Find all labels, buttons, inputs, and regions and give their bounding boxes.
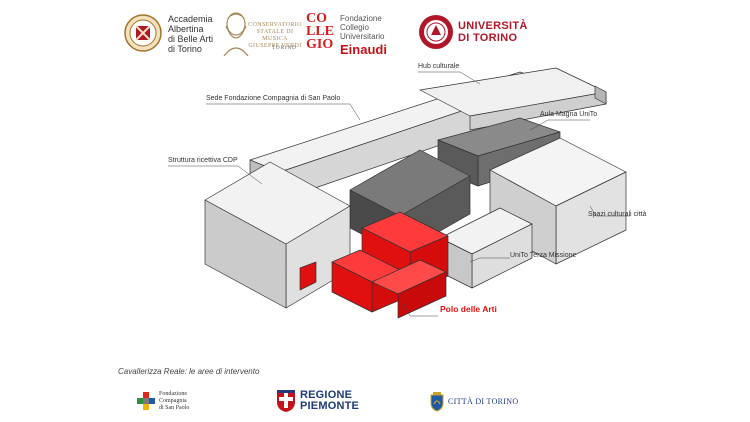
unito-terza-block [439, 207, 533, 289]
collegio-line3: Universitario [340, 32, 385, 41]
accademia-line1: Accademia [168, 14, 213, 24]
accademia-line4: di Torino [168, 44, 202, 54]
label-hub-culturale: Hub culturale [418, 63, 460, 70]
regione-line2: PIEMONTE [300, 400, 360, 412]
accademia-line3: di Belle Arti [168, 34, 214, 44]
logo-conservatorio: CONSERVATORIO STATALE DI MUSICA GIUSEPPE… [220, 10, 302, 58]
logo-fondazione-csp: Fondazione Compagnia di San Paolo [137, 390, 207, 414]
collegio-line2: Collegio [340, 23, 369, 32]
accademia-line2: Albertina [168, 24, 204, 34]
label-unito-terza: UniTo Terza Missione [510, 252, 577, 259]
label-polo-arti: Polo delle Arti [440, 304, 497, 314]
citta-label: CITTÀ DI TORINO [448, 397, 519, 406]
torino-crest-icon [430, 392, 444, 412]
polo-arti-block [299, 211, 449, 319]
universita-line1: UNIVERSITÀ [458, 20, 528, 32]
logo-citta-torino: CITTÀ DI TORINO [430, 392, 520, 414]
unito-seal-icon [419, 15, 453, 49]
collegio-line1: Fondazione [340, 14, 382, 23]
fcsp-line2: Compagnia [159, 398, 187, 404]
leader-lines [168, 71, 630, 317]
conservatorio-line4: TORINO [272, 46, 297, 51]
regione-line1: REGIONE [300, 389, 353, 401]
logo-universita: UNIVERSITÀ DI TORINO [418, 14, 527, 54]
label-sede-fondazione: Sede Fondazione Compagnia di San Paolo [206, 95, 341, 102]
fcsp-line3: di San Paolo [159, 405, 190, 411]
fcsp-cross-icon [137, 392, 155, 410]
conservatorio-line2: STATALE DI MUSICA [256, 29, 294, 42]
label-aula-magna: Aula Magna UniTo [540, 111, 598, 118]
label-struttura-ricettiva: Struttura ricettiva CDP [168, 157, 238, 164]
hub-wing [419, 67, 607, 131]
conservatorio-line1: CONSERVATORIO [248, 22, 302, 28]
fcsp-line1: Fondazione [159, 391, 187, 397]
piemonte-crest-icon [277, 390, 295, 412]
logo-regione-piemonte: REGIONE PIEMONTE [276, 389, 366, 415]
diagram-caption: Cavallerizza Reale: le aree di intervent… [118, 367, 260, 376]
logo-collegio-einaudi: COLLE GIO Fondazione Collegio Universita… [306, 10, 398, 58]
east-courtyard-block [489, 137, 627, 265]
collegio-mark: COLLE GIO [306, 11, 335, 52]
label-spazi-culturali: Spazi culturali città [588, 211, 647, 218]
universita-line2: DI TORINO [458, 32, 518, 44]
conservatorio-line3: GIUSEPPE VERDI [248, 43, 302, 49]
accademia-seal-icon [124, 14, 162, 52]
collegio-name: Einaudi [340, 42, 387, 57]
logo-accademia: Accademia Albertina di Belle Arti di Tor… [124, 12, 234, 56]
west-courtyard-block [204, 161, 351, 309]
verdi-portrait-icon [223, 12, 249, 56]
